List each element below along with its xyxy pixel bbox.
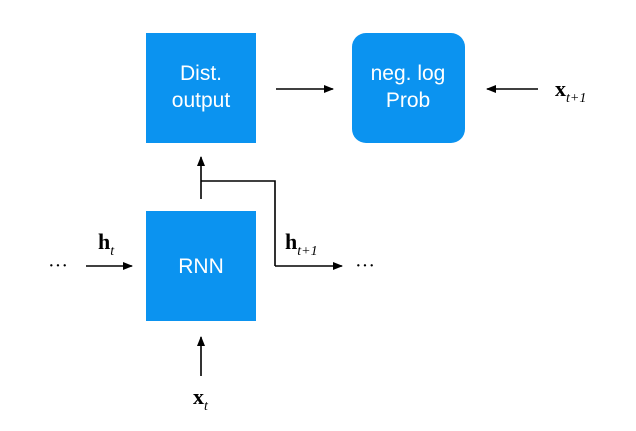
rnn-label: RNN <box>178 255 224 278</box>
dist-output-label-line2: output <box>172 89 231 112</box>
neg-log-prob-box <box>352 33 465 143</box>
ellipsis-right: ··· <box>355 255 375 277</box>
rnn-node: RNN <box>146 211 256 321</box>
x-next-label: xt+1 <box>555 76 586 106</box>
neg-log-prob-label-line1: neg. log <box>371 62 446 85</box>
neg-log-prob-label-line2: Prob <box>386 89 430 112</box>
x-t-label: xt <box>193 384 209 414</box>
dist-output-box <box>146 33 256 143</box>
dist-output-label-line1: Dist. <box>180 62 222 85</box>
dist-output-node: Dist. output <box>146 33 256 143</box>
branch-line <box>201 180 276 266</box>
h-t-label: ht <box>98 229 115 259</box>
h-next-label: ht+1 <box>285 229 318 259</box>
ellipsis-left: ··· <box>48 255 68 277</box>
rnn-box <box>146 211 256 321</box>
neg-log-prob-node: neg. log Prob <box>352 33 465 143</box>
